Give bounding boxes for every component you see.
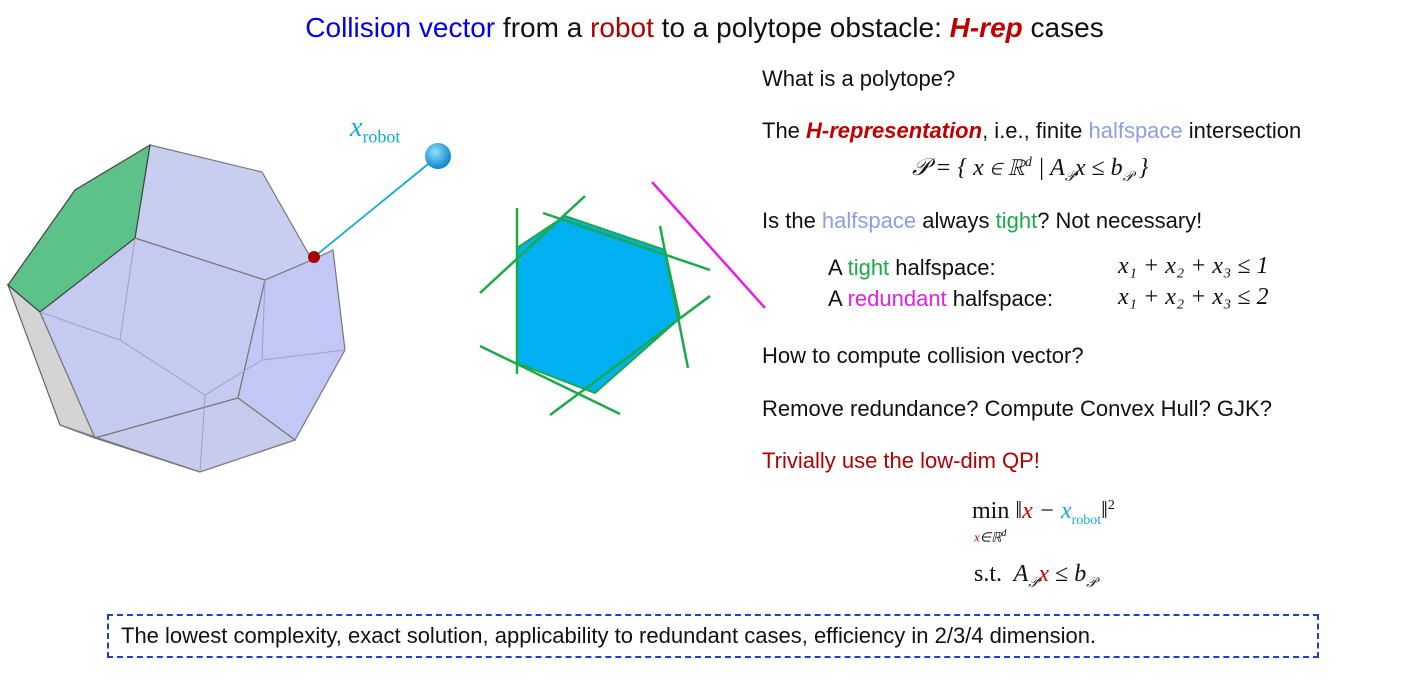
qp-st: s.t. [974,561,1003,587]
tight-halfspace-line [479,344,621,416]
formula-sub: 𝒫 [1122,169,1133,185]
title-text: cases [1022,12,1104,43]
tight-halfspace-line [542,211,711,272]
qp-b-sub: 𝒫 [1086,575,1097,591]
tight-q-halfspace-word: halfspace [821,208,917,233]
title-collision-vector: Collision vector [305,12,496,43]
qp-A-sub: 𝒫 [1028,575,1039,591]
robot-sphere [425,143,451,169]
tightness-question: Is the halfspace always tight? Not neces… [762,208,1202,234]
qp-constraint: s.t. A𝒫x ≤ b𝒫 [974,561,1096,592]
qp-cx: x [1038,561,1050,587]
qp-objective: min ‖x − xrobot‖2 [972,498,1115,529]
qp-norm: ‖ [1101,498,1108,524]
tight-q-text: always [916,208,996,233]
robot-label: xrobot [350,112,400,148]
formula-part: x ≤ b [1074,155,1123,181]
tight-word: tight [847,255,890,280]
qp-A: A [1013,561,1029,587]
hrep-text: intersection [1182,118,1302,143]
closest-point-marker [308,251,320,263]
qp-x: x [1022,498,1033,524]
hrep-text: The [762,118,807,143]
polytope-back-edge [199,394,206,473]
tight-halfspace-label: A tight halfspace: [828,255,996,281]
hrep-definition: The H-representation, i.e., finite halfs… [762,118,1301,144]
tight-label-text: A [828,255,848,280]
qp-square: 2 [1107,498,1115,513]
qp-min-subscript: x∈ℝd [974,528,1006,545]
qp-under-set: ∈ℝ [979,529,1002,545]
title-text: to a polytope obstacle: [653,12,950,43]
hrep-text: , i.e., finite [982,118,1089,143]
qp-xrobot-sub: robot [1071,512,1102,528]
qp-le: ≤ b [1049,561,1087,587]
qp-norm: ‖ [1015,498,1023,524]
tight-label-text: halfspace: [889,255,996,280]
robot-label-x: x [350,112,363,143]
qp-under-sup: d [1001,528,1007,539]
question-polytope: What is a polytope? [762,66,956,91]
tight-q-text: ? Not necessary! [1037,208,1203,233]
formula-part: | A [1031,155,1065,181]
question-remove-redundance: Remove redundance? Compute Convex Hull? … [762,396,1272,421]
pentagon-polytope [516,214,682,395]
redundant-label-text: A [828,286,848,311]
tight-halfspace-line [549,294,711,417]
redundant-halfspace-line [651,181,766,309]
qp-minus: − [1032,498,1061,524]
qp-xrobot: x [1060,498,1072,524]
title-text: from a [495,12,591,43]
robot-label-sub: robot [362,126,401,147]
formula-sub: 𝒫 [1064,169,1075,185]
redundant-inequality: x₁ + x₂ + x₃ ≤ 2 [1118,284,1269,310]
title-robot: robot [590,12,654,43]
redundant-label-text: halfspace: [946,286,1054,311]
question-compute: How to compute collision vector? [762,343,1084,368]
tight-q-text: Is the [762,208,822,233]
polytope-back-edge [39,311,121,341]
set-definition-formula: 𝒫 = { x ∈ ℝd | A𝒫x ≤ b𝒫 } [912,155,1148,186]
qp-under-x: x [974,529,980,545]
halfspace-illustration [479,181,766,417]
answer-low-dim-qp: Trivially use the low-dim QP! [762,448,1040,473]
polytope-back-edge [261,349,346,361]
formula-part: } [1132,155,1149,181]
tight-inequality: x₁ + x₂ + x₃ ≤ 1 [1118,253,1269,279]
formula-part: 𝒫 = { x ∈ ℝ [912,155,1025,181]
tight-halfspace-line [479,195,586,294]
tight-halfspace-line [658,225,690,369]
hrep-halfspace-word: halfspace [1088,118,1183,143]
slide-title: Collision vector from a robot to a polyt… [0,12,1409,44]
title-hrep: H-rep [949,12,1023,43]
polytope-green-face [7,143,151,313]
polytope-illustration [6,143,451,473]
summary-box: The lowest complexity, exact solution, a… [107,614,1319,658]
qp-min: min [972,498,1010,524]
collision-vector-line [313,155,439,258]
redundant-word: redundant [847,286,947,311]
redundant-halfspace-label: A redundant halfspace: [828,286,1053,312]
tight-q-tight-word: tight [995,208,1038,233]
formula-sup: d [1024,155,1032,170]
hrep-term: H-representation [806,118,983,143]
